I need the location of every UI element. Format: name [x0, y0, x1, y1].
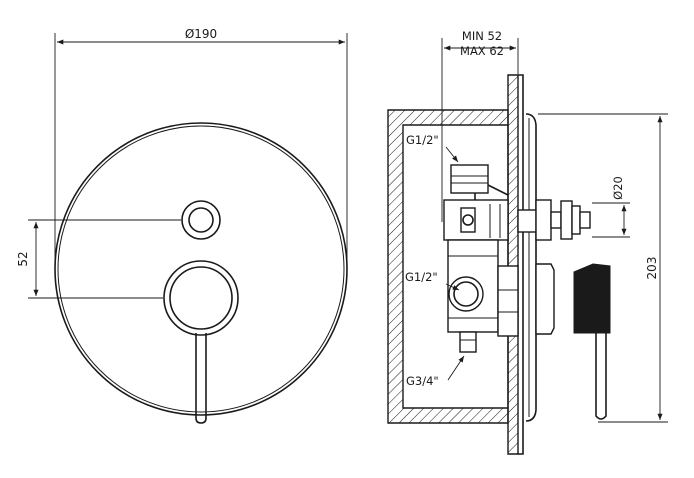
mounting-plate-flange: [518, 74, 524, 455]
depth-min-label: MIN 52: [462, 29, 502, 43]
mounting-plate: [507, 74, 519, 455]
mixer-lever: [195, 333, 207, 424]
diverter-knob-inner: [188, 207, 214, 233]
cover-plate-inner: [57, 125, 345, 413]
spacing-label: 52: [16, 251, 30, 266]
cover-plate-profile: [525, 113, 537, 422]
valve-body: [443, 164, 519, 353]
diameter-label: Ø190: [185, 27, 217, 41]
diverter-stem: [517, 199, 591, 241]
cover-plate-outer: [54, 122, 348, 416]
port-top-label: G1/2": [406, 133, 439, 147]
port-bottom-leader: [447, 355, 465, 381]
side-view: MIN 52 MAX 62 Ø20 203 G1/2" G1/2" G3/4": [387, 29, 668, 455]
port-top-leader: [445, 146, 459, 163]
diverter-knob-outer: [181, 200, 221, 240]
port-bottom-label: G3/4": [406, 374, 439, 388]
outlet-diameter-label: Ø20: [611, 176, 625, 200]
front-view: Ø190 52: [16, 27, 348, 424]
port-middle-leader: [445, 283, 460, 291]
middle-port-inner: [453, 281, 479, 307]
mixer-handle-outer: [163, 260, 239, 336]
mixer-handle-side: [535, 263, 611, 420]
height-label: 203: [645, 257, 659, 280]
mixer-handle-inner: [169, 266, 233, 330]
depth-max-label: MAX 62: [460, 44, 504, 58]
port-middle-label: G1/2": [405, 270, 438, 284]
